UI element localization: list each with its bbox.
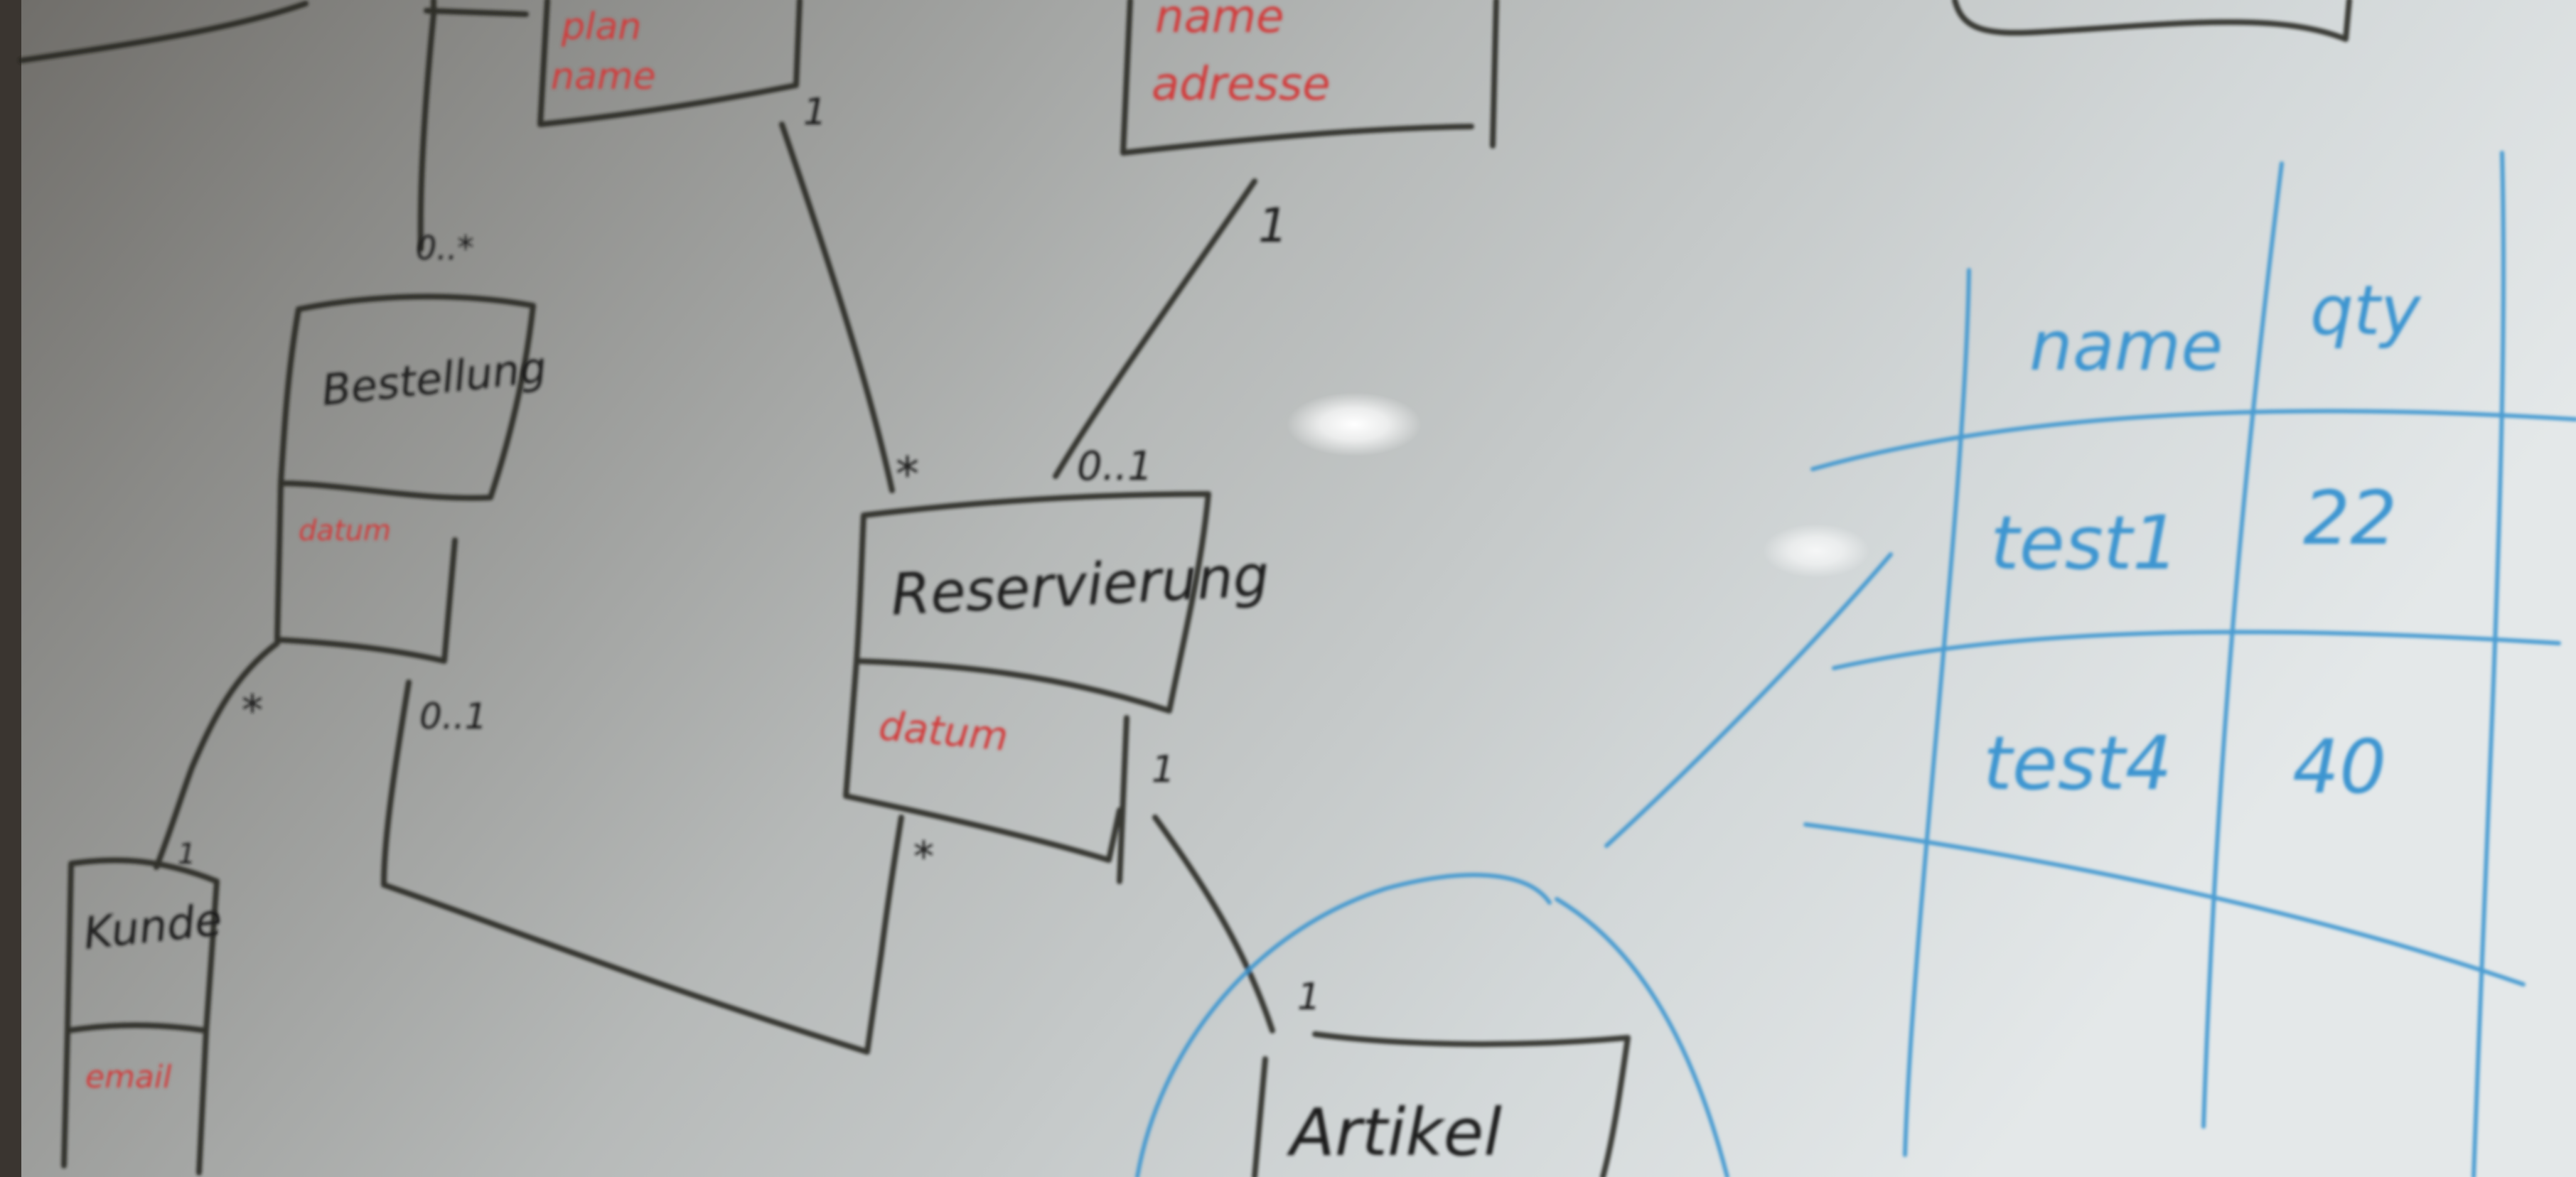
entity-box-bottom-center [1252,1031,1631,1177]
entity-box-left-middle [278,294,536,501]
connector-line [1152,815,1275,1033]
multiplicity-label: 0..* [416,229,474,267]
table-cell: 40 [2292,724,2386,810]
attribute-label: datum [299,515,391,547]
connector-line [779,122,895,493]
partial-shape-top-right [1952,0,2352,42]
attribute-label: name [1155,0,1284,43]
entity-box-top-center [1120,0,1499,156]
entity-title: Artikel [1287,1095,1502,1171]
multiplicity-label: 1 [1152,748,1175,791]
attribute-label: name [551,55,655,98]
table-vline [1903,268,1971,1157]
table-cell: test1 [1990,500,2179,586]
table-vline [2201,161,2284,1129]
board-frame-edge [0,0,21,1177]
attribute-label: email [85,1059,172,1095]
pointer-line [1604,552,1893,848]
circle-outline [1135,873,1729,1177]
multiplicity-label: 1 [1297,976,1321,1019]
multiplicity-label: 1 [1258,198,1288,253]
multiplicity-label: * [896,447,919,502]
attribute-label: adresse [1152,58,1331,111]
entity-box-left-middle-attr [274,480,458,664]
table-hline [1810,409,2576,471]
glare-reflection [1287,392,1422,456]
table-vline [2472,151,2506,1177]
multiplicity-label: 1 [803,91,827,134]
multiplicity-label: * [913,832,934,881]
entity-box-top-left [537,0,803,127]
table-header-cell: name [2029,306,2223,386]
table-cell: 22 [2303,475,2397,561]
connector-line [417,0,436,252]
entity-box-bottom-left-attr [61,1028,209,1176]
table-hline [1803,822,2526,987]
table-hline [1832,630,2561,670]
attribute-label: datum [877,703,1010,761]
multiplicity-label: * [242,686,263,736]
table-header-cell: qty [2310,271,2422,350]
connector-line [381,679,904,1055]
table-cell: test4 [1983,720,2172,807]
multiplicity-label: 0..1 [1077,444,1153,490]
multiplicity-label: 0..1 [419,696,487,737]
connector-line [154,640,280,870]
connector-line [18,1,308,63]
glare-reflection [1763,524,1869,578]
connector-line [424,8,529,17]
connector-line [1053,178,1257,479]
entity-box-center-attr [843,658,1129,884]
multiplicity-label: 1 [178,838,195,871]
attribute-label: plan [561,6,641,48]
entity-box-center [854,491,1211,714]
